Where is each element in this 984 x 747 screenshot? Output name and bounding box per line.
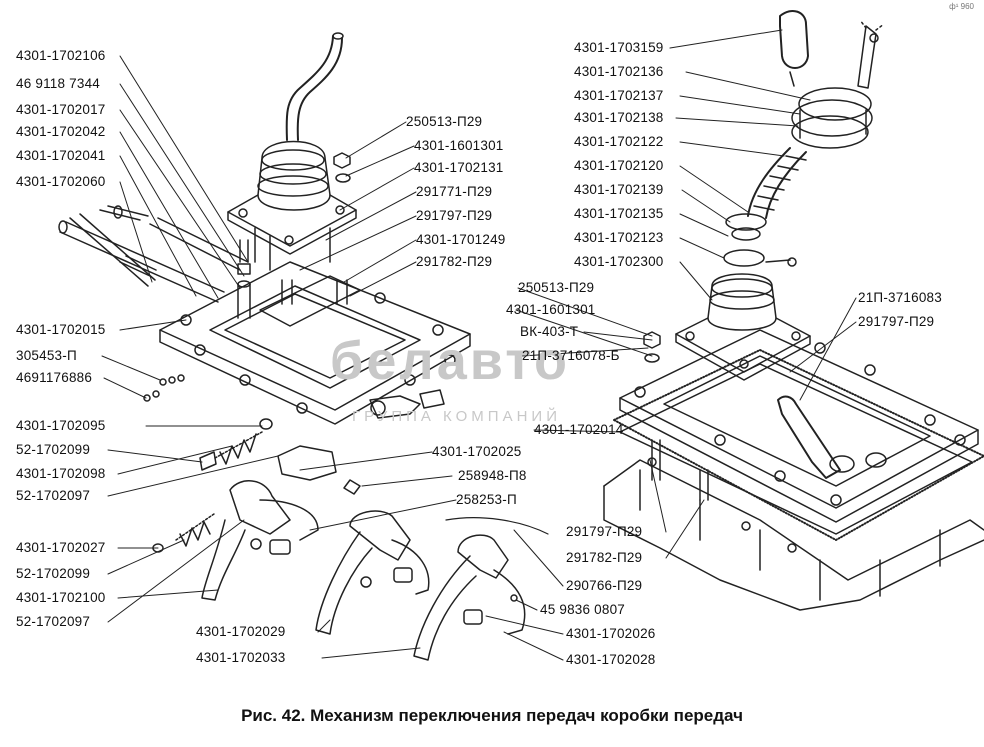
part-label: 21П-3716083: [858, 290, 942, 305]
part-label: 4301-1702015: [16, 322, 106, 337]
right-lever-housing: [675, 273, 811, 381]
left-shift-lever-rod: [285, 32, 344, 141]
part-label: 4301-1702137: [574, 88, 664, 103]
right-inner-shift-lever: [777, 395, 887, 479]
part-label: 4691176886: [16, 370, 93, 385]
part-label: 4301-1702100: [16, 590, 106, 605]
center-nuts: [643, 331, 709, 501]
right-lever-boot-ring: [791, 87, 873, 149]
right-gearbox-housing: [603, 457, 984, 611]
center-shift-forks: [315, 510, 526, 661]
left-springs-plugs: [152, 418, 273, 553]
leader-lines: [101, 29, 857, 661]
right-shift-knob: [779, 9, 809, 87]
part-label: 291797-П29: [566, 524, 643, 539]
part-label: 291797-П29: [858, 314, 935, 329]
part-label: 4301-1702027: [16, 540, 106, 555]
part-label: 52-1702099: [16, 566, 91, 581]
right-lever-tube: [747, 147, 807, 219]
part-label: 4301-1702122: [574, 134, 664, 149]
part-label: 45 9836 0807: [540, 602, 625, 617]
part-label: 52-1702097: [16, 488, 91, 503]
part-label: 291782-П29: [416, 254, 493, 269]
left-shift-rods: [58, 205, 249, 303]
part-label: 291782-П29: [566, 550, 643, 565]
part-label: 4301-1601301: [506, 302, 596, 317]
left-lever-boot: [227, 140, 357, 271]
part-label: 4301-1703159: [574, 40, 664, 55]
part-label: 21П-3716078-Б: [522, 348, 620, 363]
part-label: 4301-1702060: [16, 174, 106, 189]
part-label: 4301-1702098: [16, 466, 106, 481]
part-label: 4301-1702138: [574, 110, 664, 125]
part-label: 52-1702099: [16, 442, 91, 457]
part-label: 4301-1702014: [534, 422, 624, 437]
part-label: 4301-1702120: [574, 158, 664, 173]
part-label: 46 9118 7344: [16, 76, 100, 91]
part-label: 4301-1702300: [574, 254, 664, 269]
part-label: 4301-1701249: [416, 232, 506, 247]
center-wire: [445, 517, 549, 535]
part-label: 4301-1702033: [196, 650, 286, 665]
part-label: 4301-1702029: [196, 624, 286, 639]
right-lever-top: [857, 19, 885, 89]
figure-caption: Рис. 42. Механизм переключения передач к…: [241, 706, 743, 725]
part-label: 4301-1702017: [16, 102, 106, 117]
part-label: 4301-1702026: [566, 626, 656, 641]
part-label: 305453-П: [16, 348, 77, 363]
corner-mark: ф¹ 960: [949, 2, 974, 11]
part-label: 258253-П: [456, 492, 517, 507]
part-label: 4301-1702028: [566, 652, 656, 667]
part-label: 290766-П29: [566, 578, 643, 593]
left-cover-plate: [159, 261, 471, 425]
part-label: 4301-1702095: [16, 418, 106, 433]
left-detent-balls: [143, 374, 185, 402]
left-breather-fitting: [369, 389, 445, 419]
part-label: 4301-1702123: [574, 230, 664, 245]
part-label: 4301-1702136: [574, 64, 664, 79]
part-label: 4301-1702106: [16, 48, 106, 63]
right-cover-plate: [619, 329, 979, 523]
part-label: 4301-1702131: [414, 160, 504, 175]
part-label: 4301-1601301: [414, 138, 504, 153]
part-label: 250513-П29: [406, 114, 483, 129]
part-label: 258948-П8: [458, 468, 527, 483]
part-label: 250513-П29: [518, 280, 595, 295]
part-label: 291797-П29: [416, 208, 493, 223]
part-label: 291771-П29: [416, 184, 493, 199]
part-label: 4301-1702041: [16, 148, 106, 163]
right-collars: [723, 213, 797, 267]
part-label: 4301-1702139: [574, 182, 664, 197]
part-label: 4301-1702042: [16, 124, 106, 139]
watermark-subtitle: ГРУППА КОМПАНИЙ: [352, 408, 561, 425]
right-gasket: [613, 349, 984, 541]
watermark-logo: белавто: [330, 331, 570, 391]
left-nuts: [333, 152, 351, 183]
part-label: 4301-1702135: [574, 206, 664, 221]
part-label: ВК-403-Т: [520, 324, 579, 339]
left-shift-forks: [201, 445, 361, 601]
part-label: 52-1702097: [16, 614, 91, 629]
part-label: 4301-1702025: [432, 444, 522, 459]
